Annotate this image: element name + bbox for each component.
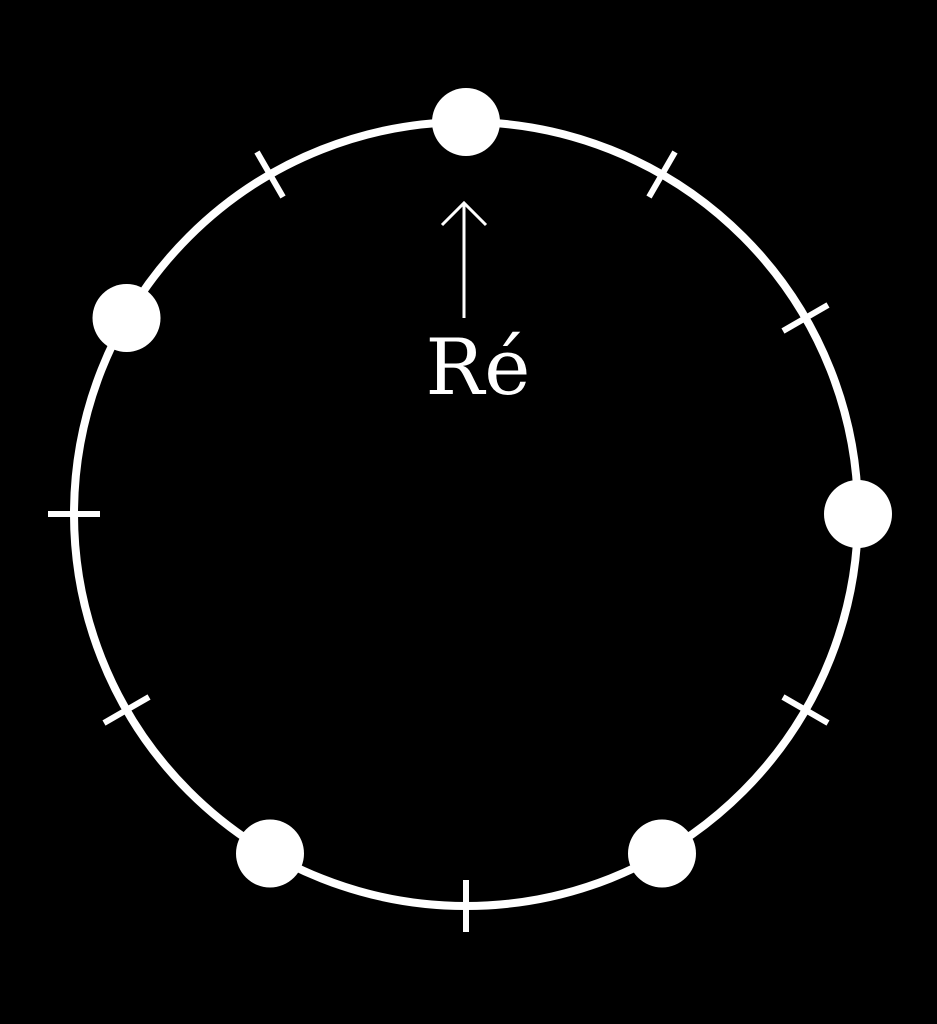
tick-mark — [102, 694, 151, 726]
tick-mark — [781, 694, 830, 726]
note-dot — [824, 480, 892, 548]
note-dot — [432, 88, 500, 156]
note-dot — [92, 284, 161, 352]
note-label: Ré — [426, 323, 531, 413]
pitch-circle-ring — [70, 118, 862, 910]
tick-mark — [781, 302, 830, 334]
note-dot — [628, 819, 696, 888]
tick-mark — [254, 150, 286, 199]
tick-mark — [646, 150, 678, 199]
arrow-head-icon — [440, 200, 488, 227]
note-dot — [236, 819, 304, 888]
tick-marks — [48, 150, 830, 932]
pointer-arrow — [440, 200, 488, 318]
note-dots — [92, 88, 892, 888]
